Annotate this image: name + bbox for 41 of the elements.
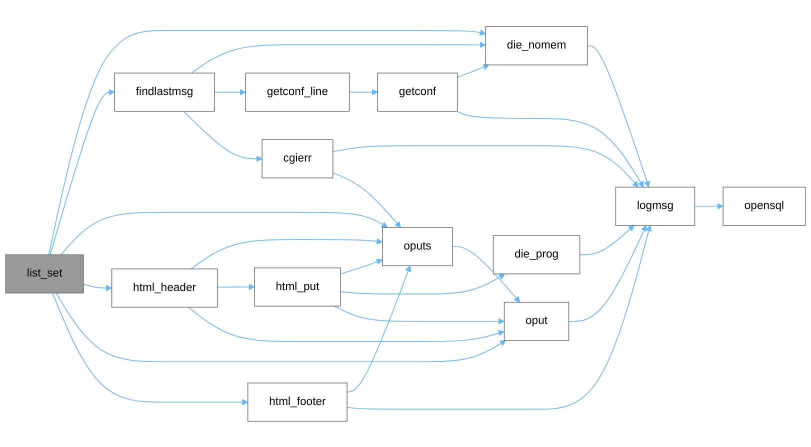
node-box: findlastmsg xyxy=(114,72,215,112)
arrow xyxy=(586,44,650,187)
node-box: opensql xyxy=(722,186,806,226)
arrow xyxy=(50,88,115,255)
arrow xyxy=(83,283,112,291)
arrow xyxy=(568,224,647,322)
node-box: list_set xyxy=(5,254,84,293)
node-box: getconf xyxy=(377,72,458,112)
arrow xyxy=(694,202,724,209)
arrow xyxy=(340,273,506,294)
node-box: oput xyxy=(504,301,570,340)
arrow xyxy=(188,306,505,342)
node-box: oputs xyxy=(382,226,453,266)
arrow xyxy=(452,246,520,302)
node-box: html_footer xyxy=(248,382,348,422)
arrow xyxy=(332,172,401,228)
node-box: die_prog xyxy=(492,234,580,274)
node-box: logmsg xyxy=(615,186,696,226)
arrow xyxy=(456,110,644,187)
node-box: getconf_line xyxy=(245,72,350,112)
arrow xyxy=(346,224,652,410)
arrow xyxy=(456,64,490,78)
node-box: html_header xyxy=(111,268,218,308)
arrow xyxy=(56,292,506,362)
arrow xyxy=(332,144,639,187)
arrow xyxy=(216,283,255,290)
arrow xyxy=(340,258,383,274)
arrow xyxy=(48,29,486,255)
node-box: cgierr xyxy=(262,138,334,178)
arrow xyxy=(60,211,388,255)
node-box: die_nomem xyxy=(485,26,588,65)
arrow xyxy=(579,224,634,255)
node-box: html_put xyxy=(254,267,341,306)
arrow xyxy=(334,305,505,324)
arrow xyxy=(346,265,412,392)
arrow xyxy=(348,88,378,95)
arrow xyxy=(183,110,262,162)
arrow xyxy=(214,88,246,95)
arrow xyxy=(52,292,248,405)
arrow xyxy=(190,238,383,269)
arrow xyxy=(191,41,486,74)
